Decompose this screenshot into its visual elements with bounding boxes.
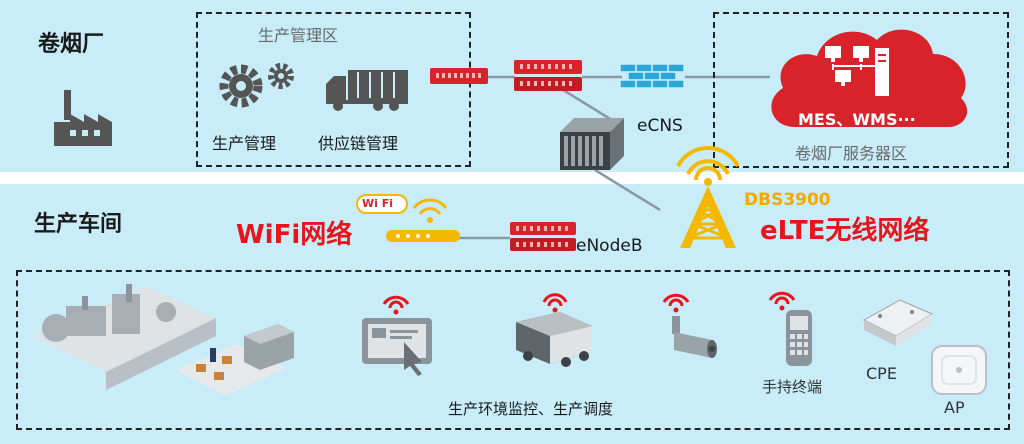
cpe-icon [862,299,934,346]
tablet-icon [362,295,432,376]
production-mgmt-label: 生产管理 [212,134,277,153]
production-zone-box [196,12,471,167]
server-zone-title: 卷烟厂服务器区 [795,144,908,163]
truck-icon [326,70,408,111]
workshop-title: 生产车间 [34,212,123,237]
wifi-network-title: WiFi网络 [236,220,353,250]
handheld-icon [768,291,812,366]
cpe-label: CPE [866,364,897,383]
ecns-label: eCNS [637,116,683,136]
factory-title: 卷烟厂 [38,32,105,57]
workshop-devices-box [16,270,1010,430]
enodeb-label: eNodeB [576,236,643,256]
gears-icon [219,63,294,108]
tower-icon [676,146,740,248]
camera-icon [662,293,717,358]
dbs-label: DBS3900 [744,190,831,210]
wifi-badge: Wi Fi [356,194,408,214]
ap-icon [931,345,987,395]
factory-icon [54,90,112,146]
enodeb-icon [510,222,576,251]
wifi-router-icon [386,198,460,242]
ecns-server-icon [560,118,624,170]
production-line-illustration [32,284,294,396]
ap-label: AP [944,398,965,417]
brick-firewall-icon [619,63,685,89]
supply-chain-label: 供应链管理 [318,134,399,153]
apps-caption: 生产环境监控、生产调度 [448,400,614,418]
cloud-label: MES、WMS··· [798,110,916,129]
server-zone-box [713,12,1009,168]
firewall-icon [430,68,488,84]
elte-network-title: eLTE无线网络 [760,216,930,246]
van-icon [516,293,592,367]
wifi-badge-text: Wi Fi [362,197,394,210]
router-icon [514,60,582,91]
production-zone-title: 生产管理区 [258,26,339,45]
cloud-icon [771,29,968,128]
handheld-label: 手持终端 [762,378,823,396]
